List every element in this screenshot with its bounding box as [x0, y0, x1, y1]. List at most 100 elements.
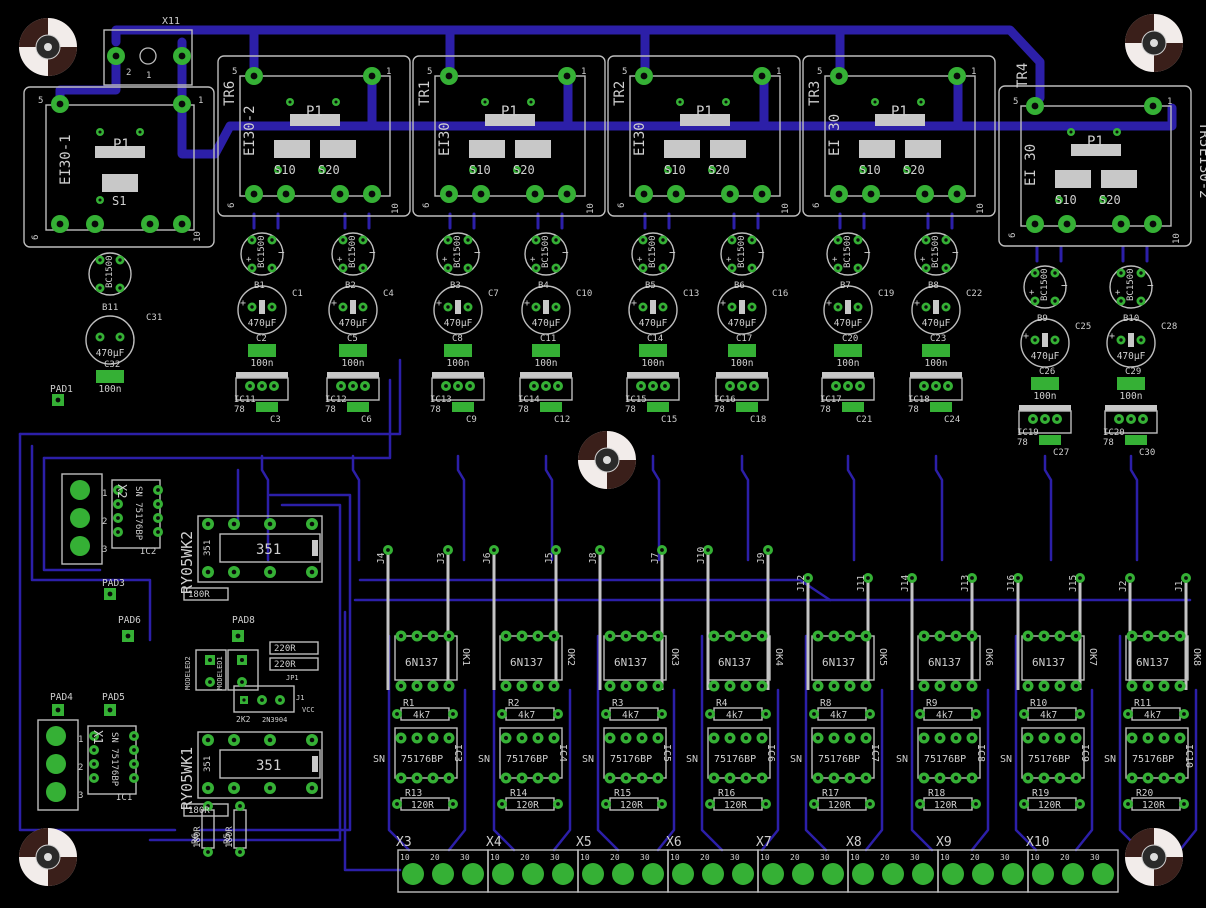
pad-drill [483, 100, 487, 104]
electrolytic-ref: C31 [146, 313, 162, 323]
transformer-main-pin-5: 5 [38, 96, 43, 106]
driver-outline [603, 727, 667, 779]
relay-ref: RY05WK1 [178, 747, 196, 810]
regulator-cap-ref: C24 [944, 415, 960, 425]
pad-drill [242, 698, 246, 702]
transformer-winding [469, 140, 505, 158]
pad-drill [466, 305, 470, 309]
opto-trace [492, 634, 516, 852]
pad-drill [953, 72, 961, 80]
transformer-s10: S10 [859, 163, 881, 177]
pad-drill [178, 100, 186, 108]
regulator-cap-body [1039, 435, 1061, 445]
left-bus-trace [42, 378, 392, 460]
pad-drill [953, 633, 959, 639]
ceramic-cap-body [339, 344, 367, 357]
pad-drill [1078, 802, 1082, 806]
pad-drill [250, 266, 254, 270]
transformer-winding [664, 140, 700, 158]
pad-drill [836, 305, 840, 309]
electrolytic-outline [85, 315, 135, 365]
pad-drill [395, 712, 399, 716]
pad-drill [267, 521, 273, 527]
pad-drill [919, 100, 923, 104]
electrolytic-outline [717, 285, 767, 335]
optocoupler-part: 6N137 [405, 656, 438, 669]
electrolytic-ref: C25 [1075, 322, 1091, 332]
rectifier-part: BC1500 [648, 235, 658, 268]
driver-part: 75176BP [401, 754, 443, 765]
pad-drill [138, 130, 142, 134]
led-b-label: MODELED1 [216, 656, 224, 690]
screw-terminal-ref: X4 [486, 835, 502, 850]
rectifier-part: BC1500 [737, 235, 747, 268]
led-resistor-outline [269, 657, 319, 671]
pad-drill [759, 775, 765, 781]
regulator-ref: IC11 [234, 395, 256, 405]
screw-terminal-screw [852, 863, 874, 885]
electrolytic-outline [328, 285, 378, 335]
pad-drill [764, 802, 768, 806]
regulator-cap-body [347, 402, 369, 412]
ceramic-cap-ref: C5 [347, 334, 358, 344]
rectifier-outline [88, 252, 132, 296]
transformer-outline [412, 55, 606, 217]
jumper-ref: J1 [1174, 580, 1185, 592]
pad-drill [116, 502, 120, 506]
pad-drill [711, 633, 717, 639]
regulator-ref: IC18 [908, 395, 930, 405]
pad-drill [969, 633, 975, 639]
pad-drill [556, 384, 560, 388]
pad-drill [1033, 338, 1037, 342]
ceramic-cap-ref: C14 [647, 334, 663, 344]
pad-drill [368, 190, 376, 198]
termination-value: 120R [934, 800, 957, 811]
hole-dot [44, 43, 52, 51]
transformer-s10: S10 [274, 163, 296, 177]
pad-drill [831, 633, 837, 639]
terminal-screw [70, 480, 90, 500]
regulator-label: 78 [714, 405, 725, 415]
optocoupler-part: 6N137 [1032, 656, 1065, 669]
pad-drill [812, 712, 816, 716]
relay-outline [197, 515, 323, 583]
pad-layer [46, 47, 1191, 885]
screw-terminal-pin-2: 20 [1060, 853, 1070, 862]
pad-drill [309, 521, 315, 527]
ceramic-cap-value: 100n [447, 358, 470, 369]
regulator-cap-ref: C12 [554, 415, 570, 425]
pad-drill [730, 266, 734, 270]
pad-drill [267, 737, 273, 743]
pad-drill [1177, 735, 1183, 741]
pad-drill [398, 735, 404, 741]
pad-drill [1115, 130, 1119, 134]
pad-drill [974, 712, 978, 716]
transformer-pin-1: 1 [581, 67, 586, 77]
pad-drill [1184, 576, 1188, 580]
pad-drill [398, 775, 404, 781]
pad-drill [466, 238, 470, 242]
jumper-ref: J2 [1118, 581, 1129, 592]
pad-drill [970, 576, 974, 580]
pad-drill [1041, 775, 1047, 781]
transformer-main-pin-10: 10 [193, 231, 203, 242]
pad-drill [1161, 683, 1167, 689]
pad-drill [112, 52, 120, 60]
pad-drill [445, 72, 453, 80]
electrolytic-ref: C7 [488, 289, 499, 299]
pad-drill [532, 384, 536, 388]
pad-drill [711, 683, 717, 689]
screw-terminal-screw [492, 863, 514, 885]
pad-drill [351, 384, 355, 388]
pad-drill [1041, 683, 1047, 689]
screw-terminal-screw [792, 863, 814, 885]
electrolytic-ref: C1 [292, 289, 303, 299]
pad-drill [815, 735, 821, 741]
electrolytic-plate [543, 300, 549, 314]
pad-drill [238, 850, 242, 854]
led-outline [195, 649, 227, 691]
regulator-cap-ref: C9 [466, 415, 477, 425]
pad-drill [921, 633, 927, 639]
regulator-label: 78 [1103, 438, 1114, 448]
rectifier-minus: − [369, 246, 376, 259]
